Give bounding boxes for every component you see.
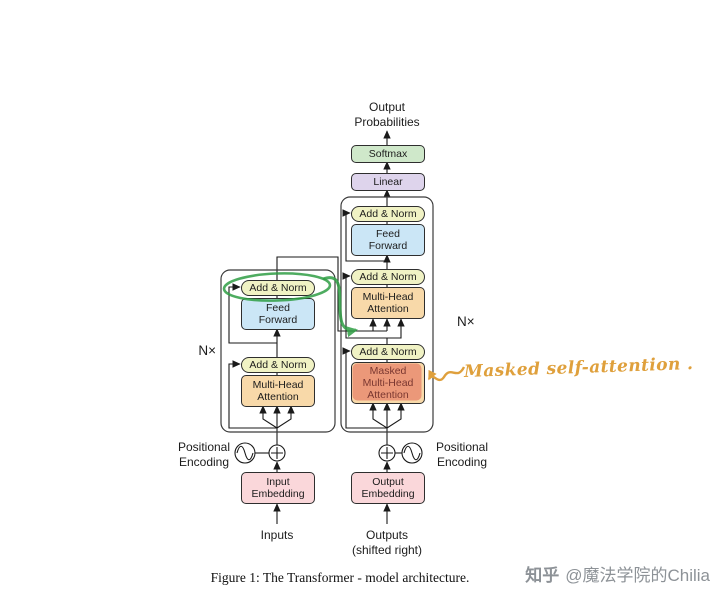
positional-encoding-right-label: Positional Encoding (435, 440, 489, 469)
softmax-box: Softmax (351, 145, 425, 163)
input-embedding-box: Input Embedding (241, 472, 315, 504)
figure-caption: Figure 1: The Transformer - model archit… (210, 570, 470, 585)
masked-multi-head-attention-box: Masked Multi-Head Attention (351, 362, 425, 404)
watermark-handle: @魔法学院的Chilia (565, 566, 710, 585)
output-embedding-box: Output Embedding (351, 472, 425, 504)
sine-symbol-right (401, 442, 423, 464)
encoder-add-norm-bottom-box: Add & Norm (241, 357, 315, 373)
outputs-label: Outputs (shifted right) (351, 528, 423, 557)
decoder-cross-attention-box: Multi-Head Attention (351, 287, 425, 319)
output-probabilities-label: Output Probabilities (354, 100, 420, 129)
decoder-nx-label: N× (457, 314, 475, 329)
watermark-zhihu-logo: 知乎 (525, 566, 560, 585)
masked-self-attention-note: Masked self-attention . (463, 354, 694, 382)
plus-symbol-left (268, 444, 286, 462)
plus-symbol-right (378, 444, 396, 462)
decoder-add-norm-top-box: Add & Norm (351, 206, 425, 222)
inputs-label: Inputs (260, 528, 294, 542)
positional-encoding-symbols (234, 442, 423, 464)
decoder-add-norm-bottom-box: Add & Norm (351, 344, 425, 360)
encoder-feed-forward-box: Feed Forward (241, 298, 315, 330)
encoder-nx-label: N× (198, 343, 216, 358)
watermark: 知乎 @魔法学院的Chilia (420, 561, 710, 586)
orange-squiggle-arrow (427, 366, 466, 382)
positional-encoding-left-label: Positional Encoding (177, 440, 231, 469)
decoder-feed-forward-box: Feed Forward (351, 224, 425, 256)
decoder-add-norm-middle-box: Add & Norm (351, 269, 425, 285)
linear-box: Linear (351, 173, 425, 191)
encoder-add-norm-top-box: Add & Norm (241, 280, 315, 296)
encoder-multi-head-attention-box: Multi-Head Attention (241, 375, 315, 407)
